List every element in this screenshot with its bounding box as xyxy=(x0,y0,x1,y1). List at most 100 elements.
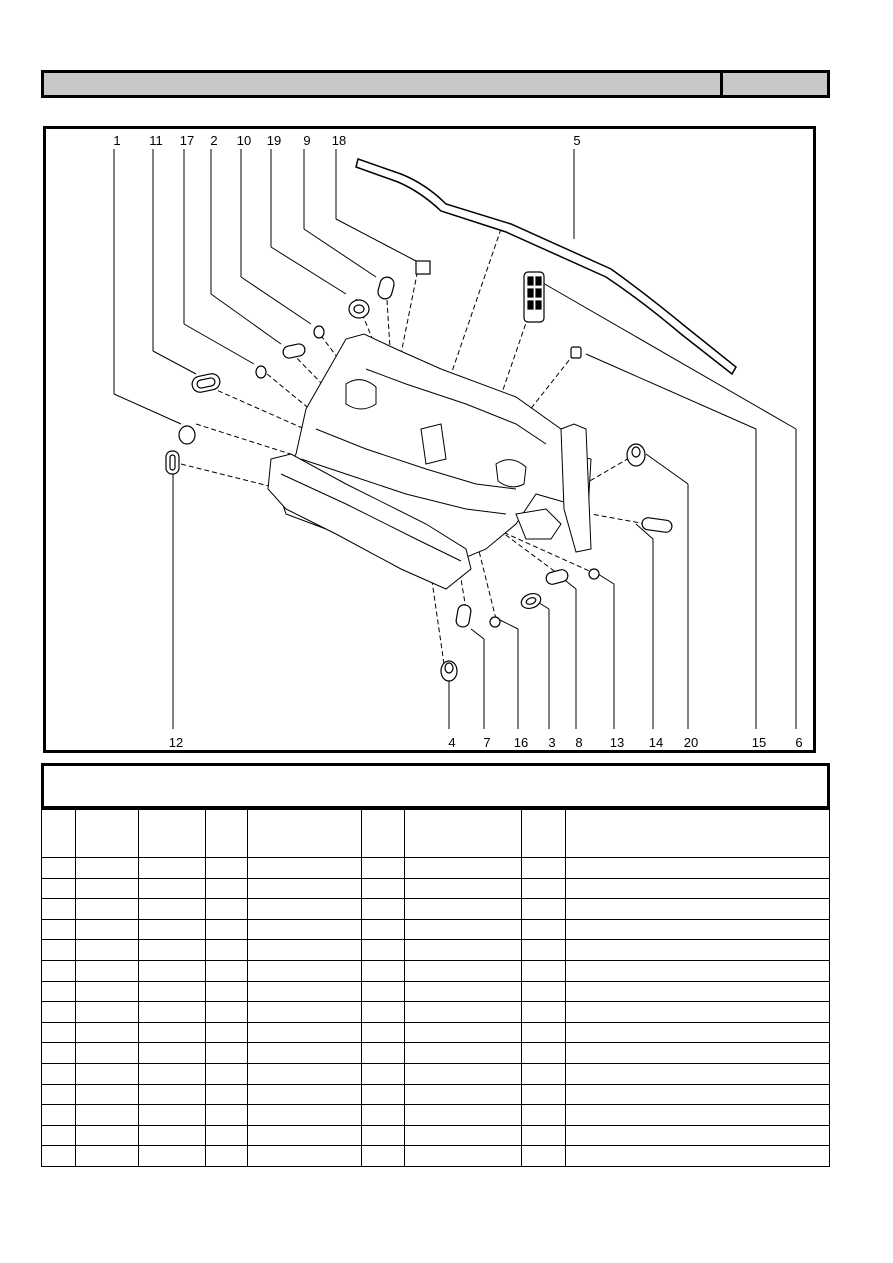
plug-14-icon xyxy=(641,517,673,533)
table-cell xyxy=(247,1042,362,1064)
table-cell xyxy=(138,939,206,961)
table-cell xyxy=(247,1104,362,1126)
table-cell xyxy=(75,1042,139,1064)
table-cell xyxy=(247,959,362,982)
table-cell xyxy=(41,1124,76,1147)
table-cell xyxy=(521,857,566,879)
bumper-beam xyxy=(267,453,472,590)
table-cell xyxy=(521,898,566,920)
table-row xyxy=(41,1083,830,1106)
table-cell xyxy=(138,1062,206,1085)
ring-17-icon xyxy=(255,365,267,379)
table-cell xyxy=(565,939,830,961)
table-cell xyxy=(521,1083,566,1106)
table-cell xyxy=(41,1062,76,1085)
table-cell xyxy=(138,1001,206,1023)
table-cell xyxy=(404,1124,522,1147)
table-cell xyxy=(247,1001,362,1023)
ring-10-icon xyxy=(313,325,325,339)
table-cell xyxy=(75,1145,139,1167)
table-row xyxy=(41,959,830,982)
table-header-cell xyxy=(404,809,522,858)
callout-label: 13 xyxy=(609,735,625,750)
table-cell xyxy=(404,857,522,879)
trim-strip xyxy=(355,158,737,376)
table-cell xyxy=(404,898,522,920)
pad-18-icon xyxy=(415,260,431,275)
table-cell xyxy=(75,959,139,982)
table-cell xyxy=(205,980,248,1003)
table-cell xyxy=(205,1062,248,1085)
table-cell xyxy=(361,898,405,920)
callout-label: 8 xyxy=(575,735,583,750)
table-cell xyxy=(138,1042,206,1064)
table-cell xyxy=(521,1104,566,1126)
table-cell xyxy=(565,1083,830,1106)
table-cell xyxy=(361,1124,405,1147)
plug-1-icon xyxy=(178,425,196,445)
table-cell xyxy=(247,1062,362,1085)
table-cell xyxy=(565,898,830,920)
table-cell xyxy=(75,1083,139,1106)
table-cell xyxy=(247,1083,362,1106)
table-row xyxy=(41,1145,830,1167)
table-row xyxy=(41,857,830,879)
table-cell xyxy=(205,1104,248,1126)
side-apron xyxy=(560,423,592,553)
table-cell xyxy=(138,980,206,1003)
callout-label: 5 xyxy=(573,133,581,148)
table-cell xyxy=(361,918,405,941)
table-row xyxy=(41,918,830,941)
table-cell xyxy=(565,959,830,982)
caption-box xyxy=(41,763,830,809)
header-page-ref-cell xyxy=(720,73,827,95)
table-cell xyxy=(361,959,405,982)
ring-13-icon xyxy=(588,568,600,580)
table-cell xyxy=(361,877,405,900)
table-cell xyxy=(361,1083,405,1106)
table-cell xyxy=(404,877,522,900)
callout-label: 10 xyxy=(236,133,252,148)
table-row xyxy=(41,980,830,1003)
table-header-cell xyxy=(565,809,830,858)
exploded-view-figure: 1 11 17 2 10 19 9 18 5 12 4 7 16 3 8 13 … xyxy=(43,126,816,753)
table-row xyxy=(41,877,830,900)
table-cell xyxy=(41,1021,76,1044)
table-cell xyxy=(565,1062,830,1085)
table-cell xyxy=(521,877,566,900)
table-cell xyxy=(521,918,566,941)
plug-7-icon xyxy=(455,604,472,628)
table-cell xyxy=(41,1083,76,1106)
table-cell xyxy=(361,1042,405,1064)
table-row xyxy=(41,1124,830,1147)
table-cell xyxy=(521,959,566,982)
callout-label: 18 xyxy=(331,133,347,148)
table-cell xyxy=(75,980,139,1003)
callout-label: 11 xyxy=(149,133,163,148)
plug-8-icon xyxy=(545,569,569,585)
header-bar xyxy=(41,70,830,98)
table-cell xyxy=(247,939,362,961)
table-cell xyxy=(41,1145,76,1167)
table-cell xyxy=(138,1124,206,1147)
callout-label: 12 xyxy=(168,735,184,750)
table-cell xyxy=(404,939,522,961)
table-cell xyxy=(138,959,206,982)
table-cell xyxy=(565,877,830,900)
table-row xyxy=(41,898,830,920)
table-cell xyxy=(41,857,76,879)
table-cell xyxy=(404,959,522,982)
table-cell xyxy=(361,1021,405,1044)
plug-2-icon xyxy=(282,343,306,359)
table-cell xyxy=(41,1001,76,1023)
table-cell xyxy=(247,1021,362,1044)
table-cell xyxy=(205,939,248,961)
parts xyxy=(165,260,673,682)
table-cell xyxy=(361,1062,405,1085)
table-cell xyxy=(247,877,362,900)
table-cell xyxy=(247,898,362,920)
table-cell xyxy=(41,898,76,920)
table-cell xyxy=(138,857,206,879)
table-cell xyxy=(75,1062,139,1085)
callout-label: 17 xyxy=(179,133,195,148)
